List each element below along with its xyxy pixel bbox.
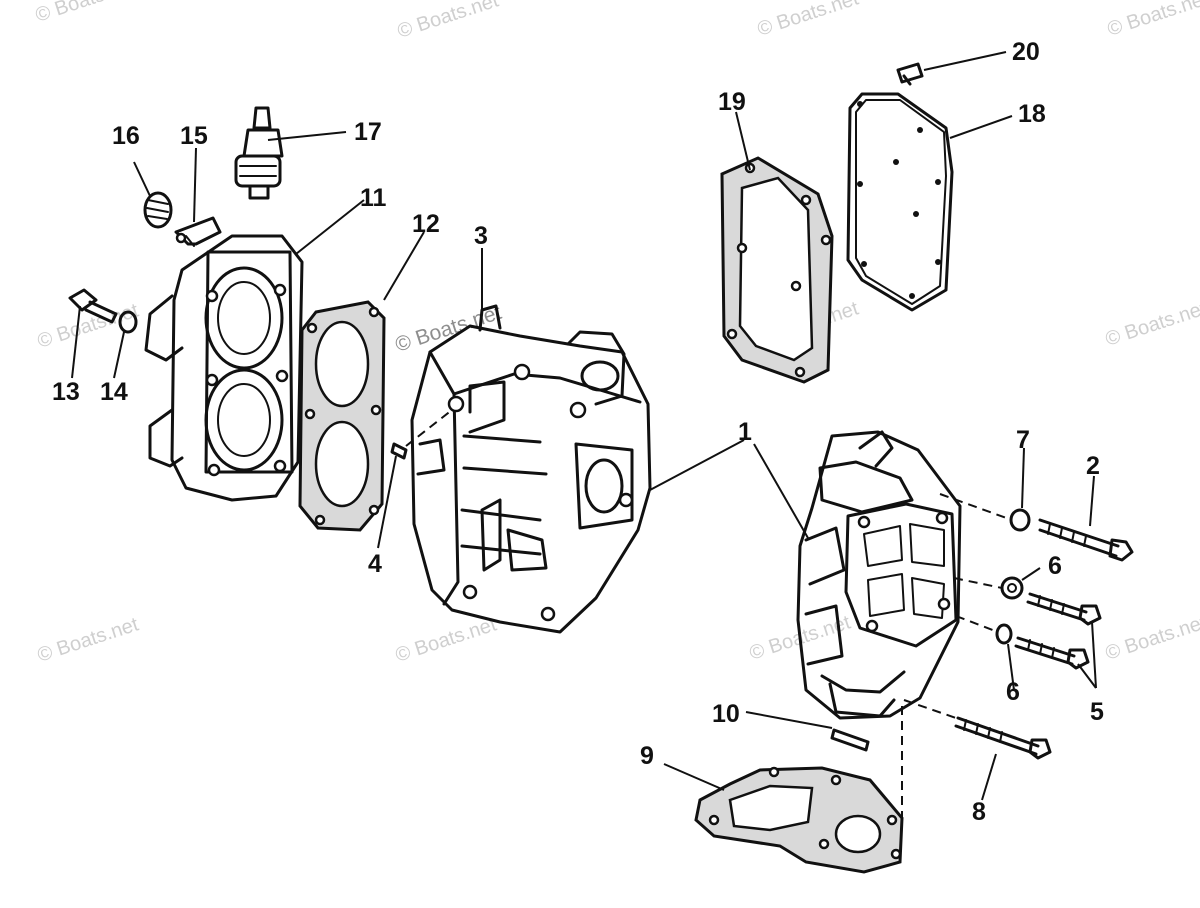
callout-14: 14 [100, 378, 128, 406]
head-gasket-part [298, 300, 386, 532]
callout-8: 8 [972, 798, 986, 826]
watermark: © Boats.net [395, 0, 502, 43]
pin-part [830, 728, 870, 752]
screw-part [1014, 636, 1090, 670]
dowel-pin-part [390, 442, 408, 460]
watermark: © Boats.net [1105, 0, 1200, 41]
callout-7: 7 [1016, 426, 1030, 454]
washer-part [995, 623, 1013, 645]
callout-1: 1 [738, 418, 752, 446]
cylinder-head-part [144, 234, 304, 502]
callout-17: 17 [354, 118, 382, 146]
bolt-part [68, 288, 118, 324]
callout-19: 19 [718, 88, 746, 116]
callout-6-upper: 6 [1048, 552, 1062, 580]
watermark: © Boats.net [393, 613, 500, 666]
cover-screw-part [896, 62, 924, 86]
leader-lines [71, 51, 1097, 801]
intake-gasket-part [694, 766, 904, 874]
spark-plug-part [234, 106, 284, 200]
cylinder-block-part [410, 304, 652, 634]
callout-9: 9 [640, 742, 654, 770]
callout-10: 10 [712, 700, 740, 728]
callout-4: 4 [368, 550, 382, 578]
bolt-part [954, 716, 1052, 760]
callout-15: 15 [180, 122, 208, 150]
callout-16: 16 [112, 122, 140, 150]
callout-13: 13 [52, 378, 80, 406]
washer-part [1009, 508, 1031, 532]
watermark: © Boats.net [755, 0, 862, 41]
watermark: © Boats.net [33, 0, 140, 27]
screw-part [1026, 592, 1102, 626]
exhaust-cover-part [846, 92, 954, 312]
alignment-lines [405, 409, 1013, 820]
callout-18: 18 [1018, 100, 1046, 128]
watermark: © Boats.net [35, 613, 142, 666]
watermark: © Boats.net [1103, 611, 1200, 664]
intake-manifold-part [796, 430, 962, 720]
callout-6-lower: 6 [1006, 678, 1020, 706]
bracket-part [174, 216, 222, 247]
long-screw-part [1038, 518, 1134, 562]
callout-2: 2 [1086, 452, 1100, 480]
washer-part [1000, 576, 1024, 600]
callout-12: 12 [412, 210, 440, 238]
washer-part [118, 310, 138, 334]
watermark: © Boats.net [1103, 297, 1200, 350]
callout-labels: 1 2 3 4 5 6 6 7 8 9 10 11 12 13 14 15 16… [52, 38, 1104, 826]
spring-retainer-part [143, 191, 173, 229]
exhaust-gasket-part [720, 156, 834, 384]
callout-20: 20 [1012, 38, 1040, 66]
callout-3: 3 [474, 222, 488, 250]
callout-5: 5 [1090, 698, 1104, 726]
callout-11: 11 [360, 184, 387, 212]
